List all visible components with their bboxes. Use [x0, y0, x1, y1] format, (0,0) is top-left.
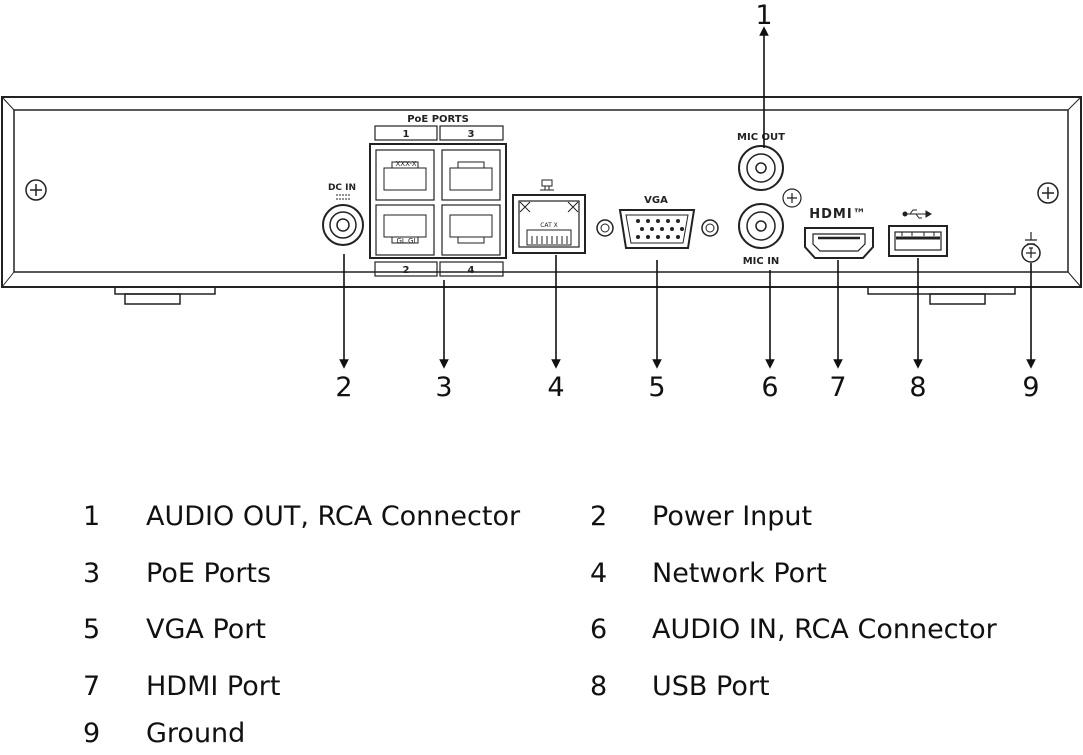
- legend-num-4: 4: [590, 558, 608, 589]
- nvr-rear-panel-diagram: DC IN PoE PORTS 1 3 XXX-X GL.GI 2 4 CAT …: [1, 0, 1082, 403]
- callout-9: 9: [1022, 372, 1039, 403]
- callout-8: 8: [909, 372, 926, 403]
- network-speed-label: CAT X: [540, 222, 558, 229]
- center-screw-icon: [782, 188, 802, 208]
- hdmi-port: HDMI™: [804, 207, 874, 259]
- legend-num-9: 9: [83, 718, 101, 749]
- network-port: CAT X: [512, 179, 586, 254]
- poe-speed-label-top: XXX-X: [395, 160, 416, 168]
- chassis: [1, 96, 1082, 288]
- callout-3: 3: [435, 372, 452, 403]
- legend-num-6: 6: [590, 614, 608, 645]
- legend-num-7: 7: [83, 671, 101, 702]
- legend-label-6: AUDIO IN, RCA Connector: [652, 614, 997, 645]
- legend-num-2: 2: [590, 501, 608, 532]
- legend-label-5: VGA Port: [146, 614, 266, 645]
- usb-icon: [902, 209, 932, 219]
- usb-port: [888, 209, 948, 257]
- poe-ports-block: PoE PORTS 1 3 XXX-X GL.GI 2 4: [369, 114, 507, 277]
- legend-label-9: Ground: [146, 718, 246, 749]
- legend-num-1: 1: [83, 501, 101, 532]
- poe-port-1-label: 1: [403, 129, 410, 140]
- mic-out-label: MIC OUT: [737, 132, 785, 143]
- hdmi-label: HDMI™: [809, 207, 866, 222]
- callout-4: 4: [547, 372, 564, 403]
- poe-speed-label-bottom: GL.GI: [396, 237, 415, 245]
- poe-port-2-label: 2: [403, 265, 410, 276]
- dc-in-connector: DC IN: [322, 183, 364, 246]
- vga-port: VGA: [596, 195, 719, 249]
- poe-port-4-label: 4: [468, 265, 475, 276]
- vga-label: VGA: [644, 195, 668, 206]
- callout-5: 5: [648, 372, 665, 403]
- callout-2: 2: [335, 372, 352, 403]
- legend-num-5: 5: [83, 614, 101, 645]
- callout-arrows: [339, 26, 1036, 369]
- legend-label-1: AUDIO OUT, RCA Connector: [146, 501, 521, 532]
- callout-7: 7: [829, 372, 846, 403]
- feet: [114, 286, 1016, 305]
- legend-label-4: Network Port: [652, 558, 827, 589]
- legend-label-8: USB Port: [652, 671, 770, 702]
- legend-label-7: HDMI Port: [146, 671, 281, 702]
- audio-ports: MIC OUT MIC IN: [737, 132, 802, 267]
- legend-num-8: 8: [590, 671, 608, 702]
- callout-1: 1: [755, 0, 772, 31]
- legend-num-3: 3: [83, 558, 101, 589]
- legend-label-2: Power Input: [652, 501, 813, 532]
- ground-terminal-icon: [1021, 232, 1041, 263]
- screw-right-icon: [1037, 182, 1059, 204]
- screw-left-icon: [25, 179, 47, 201]
- callout-6: 6: [761, 372, 778, 403]
- legend-label-3: PoE Ports: [146, 558, 272, 589]
- poe-port-3-label: 3: [468, 129, 475, 140]
- mic-in-label: MIC IN: [743, 256, 780, 267]
- callout-numbers: 1 2 3 4 5 6 7 8 9: [335, 0, 1039, 403]
- poe-ports-label: PoE PORTS: [407, 114, 469, 125]
- dc-in-label: DC IN: [328, 183, 356, 193]
